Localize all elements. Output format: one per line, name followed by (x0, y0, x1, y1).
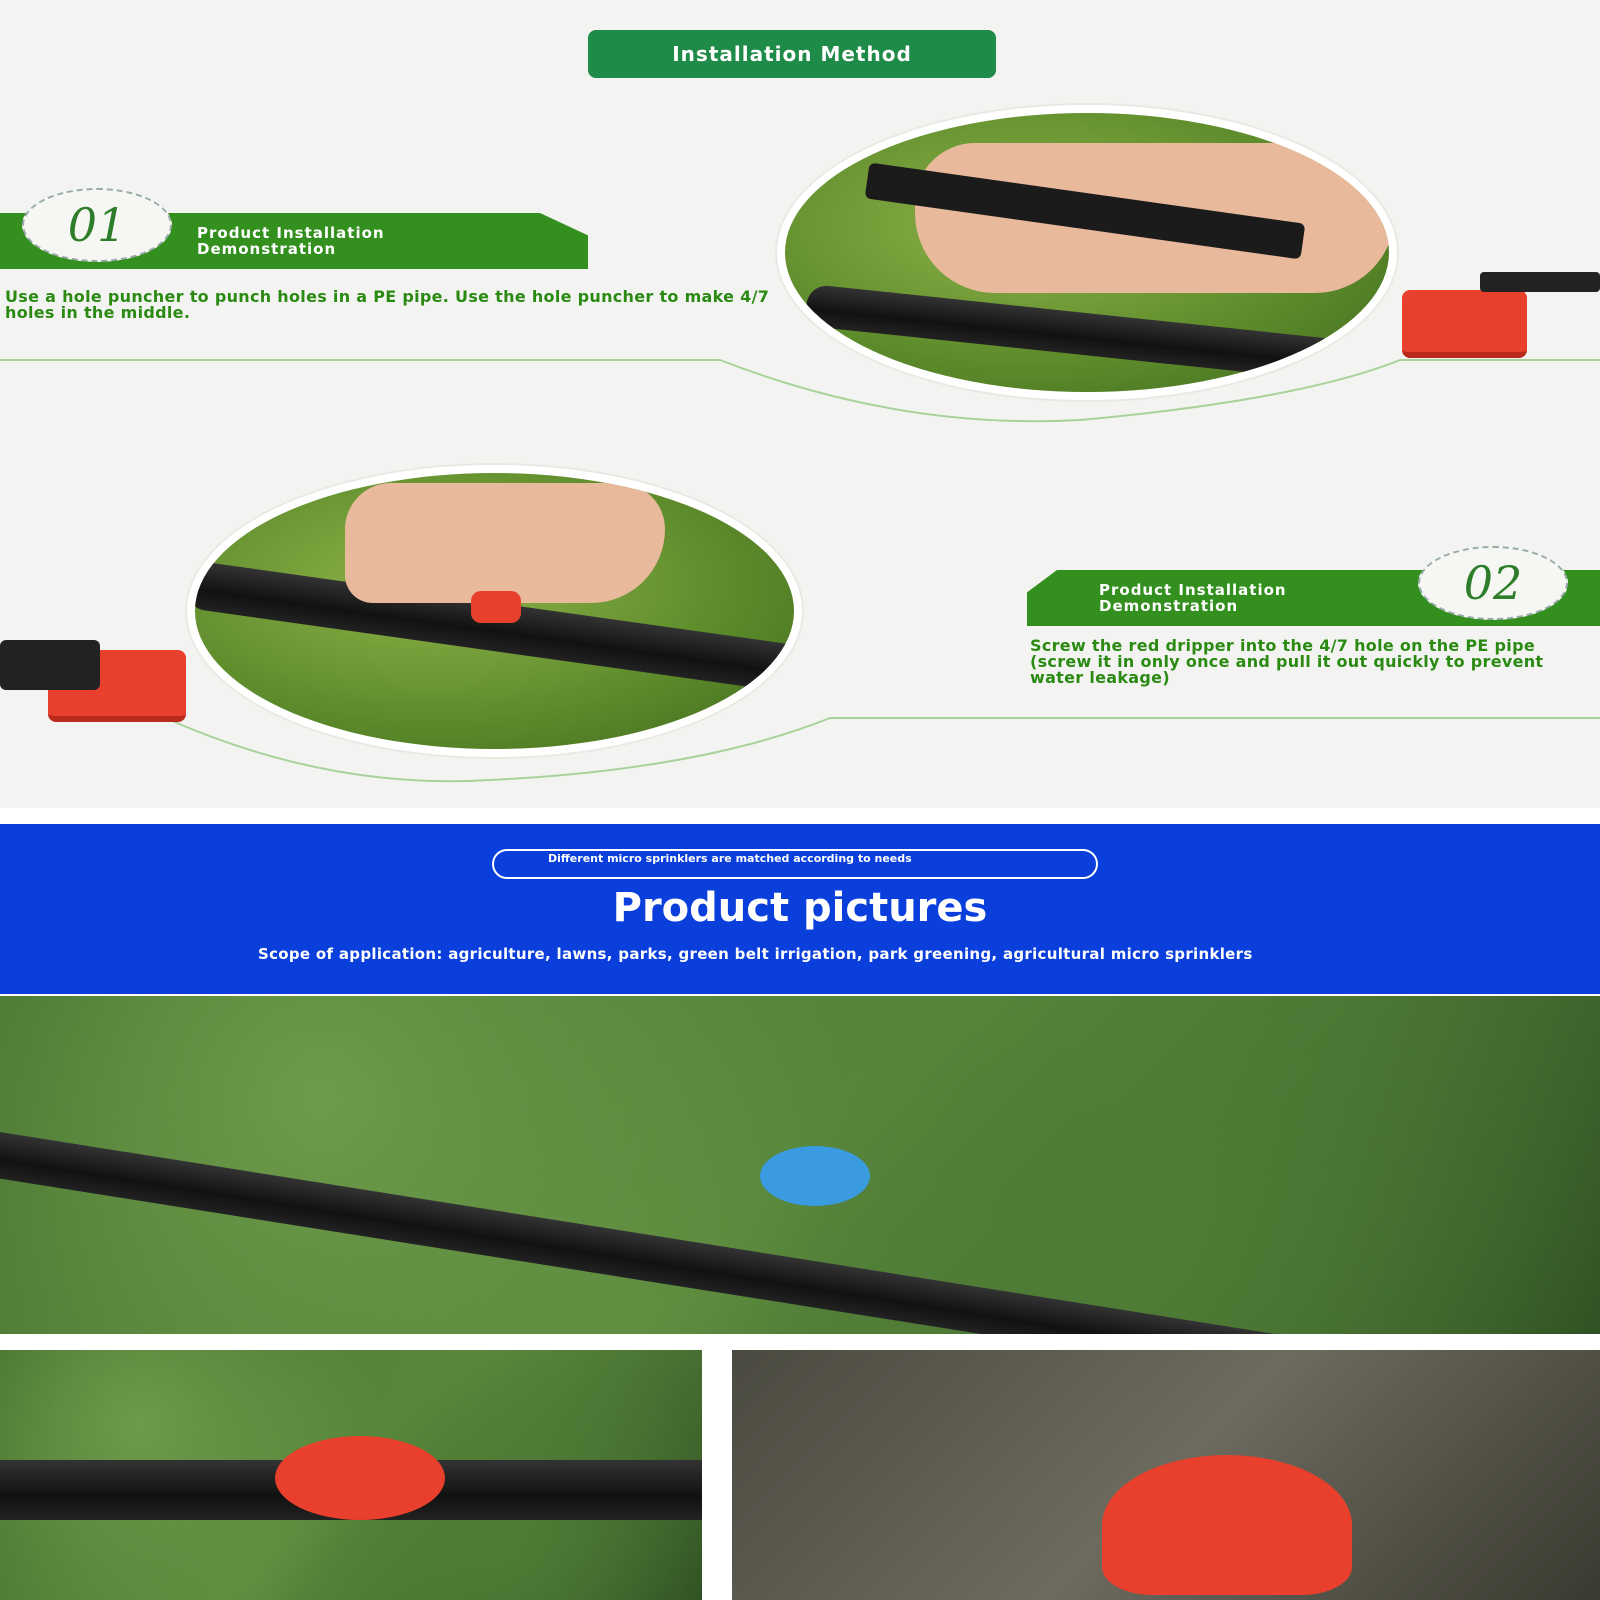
dripper-stem (1480, 272, 1600, 292)
step-1-title-line1: Product Installation (197, 224, 385, 242)
step-2-description: Screw the red dripper into the 4/7 hole … (1030, 636, 1544, 687)
red-dripper-image (1402, 290, 1527, 358)
decorative-lines (0, 359, 1600, 783)
product-pictures-header (0, 824, 1600, 994)
sprinkler-match-pill: Different micro sprinklers are matched a… (492, 849, 1098, 879)
step-2-title-line1: Product Installation (1099, 581, 1287, 599)
step-1-title-line2: Demonstration (197, 240, 337, 258)
product-pictures-title: Product pictures (612, 885, 988, 931)
dripper-stem (0, 640, 100, 690)
scope-of-application: Scope of application: agriculture, lawns… (258, 945, 1253, 963)
red-sprinkler-photo-left (0, 1350, 702, 1600)
hole-puncher-photo (777, 105, 1397, 400)
blue-sprinkler-photo (0, 996, 1600, 1334)
installation-method-badge: Installation Method (588, 30, 996, 78)
step-2-title-line2: Demonstration (1099, 597, 1239, 615)
step-1-description: Use a hole puncher to punch holes in a P… (5, 287, 770, 322)
red-sprinkler-photo-right (732, 1350, 1600, 1600)
step-1-number: 01 (22, 188, 172, 262)
dripper-install-photo (187, 465, 802, 757)
step-2-number: 02 (1418, 546, 1568, 620)
